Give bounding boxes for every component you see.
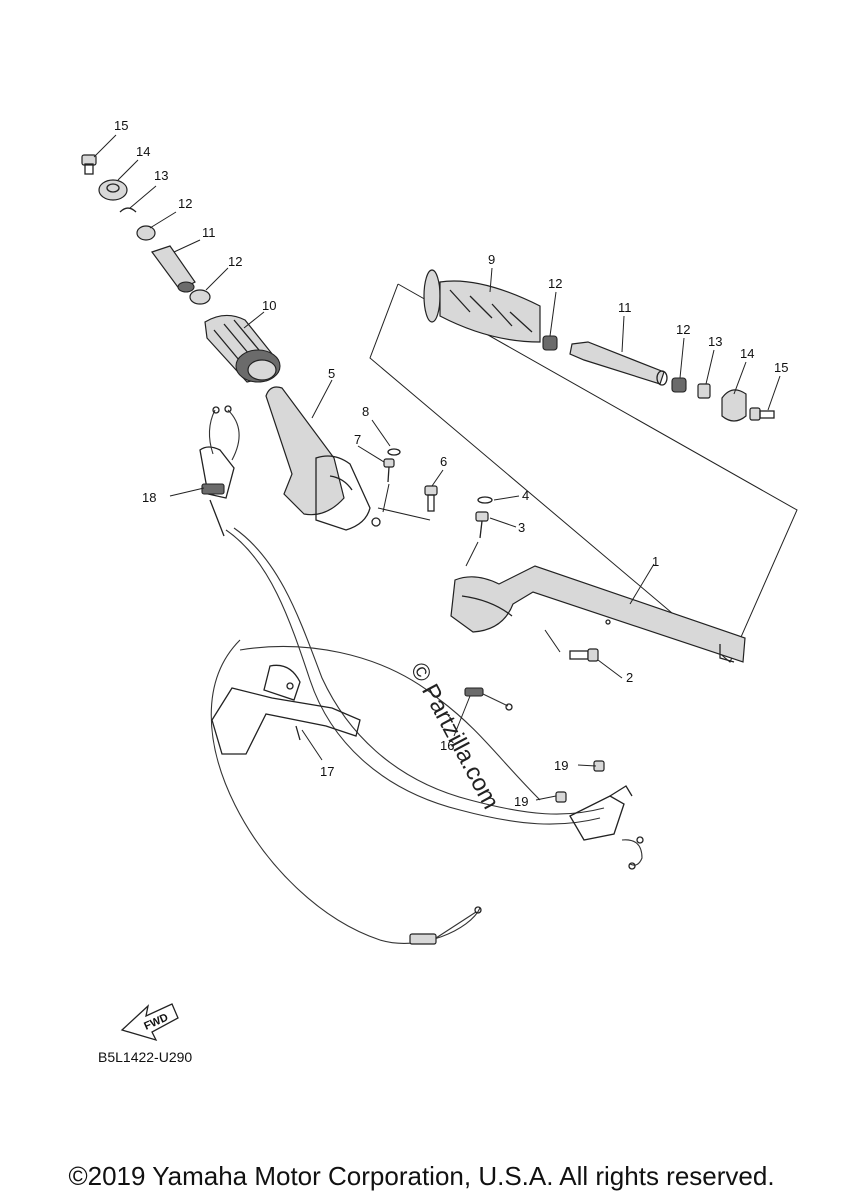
callout-2: 2 [626, 670, 633, 685]
part-12-right-nut-b [671, 377, 687, 393]
part-5-left-handlebar [265, 386, 381, 531]
diagram-code: B5L1422-U290 [98, 1049, 192, 1065]
callout-14-left: 14 [136, 144, 150, 159]
callout-11-right: 11 [618, 300, 632, 315]
callout-15-right: 15 [774, 360, 788, 375]
callout-12-left-lower: 12 [228, 254, 242, 269]
callout-1: 1 [652, 554, 659, 569]
callout-14-right: 14 [740, 346, 754, 361]
part-16-cable-end [464, 687, 513, 711]
callout-12-right-a: 12 [548, 276, 562, 291]
callout-13-left: 13 [154, 168, 168, 183]
copyright-notice: ©2019 Yamaha Motor Corporation, U.S.A. A… [68, 1161, 775, 1191]
part-13-right-clip [697, 383, 711, 399]
part-9-grip [423, 269, 541, 343]
callout-4: 4 [522, 488, 529, 503]
part-11-left-shaft [151, 245, 196, 293]
leader-3-to-bar [465, 541, 479, 567]
callout-9: 9 [488, 252, 495, 267]
part-17-cable-bracket [211, 664, 361, 755]
part-14-left-end-cap [98, 179, 128, 201]
callout-10: 10 [262, 298, 276, 313]
assembly-box [369, 283, 798, 663]
leader-2-to-bar [544, 629, 561, 653]
part-18-throttle-cable-housing [199, 405, 240, 537]
part-12-left-nut-upper [136, 225, 156, 241]
throttle-cable-upper-loop [239, 646, 541, 801]
part-6-bolt [424, 485, 438, 512]
fwd-arrow-icon: FWD [120, 1003, 179, 1042]
part-11-right-shaft [569, 341, 668, 386]
part-8-washer [387, 448, 401, 456]
callout-3: 3 [518, 520, 525, 535]
callout-19-b: 19 [514, 794, 528, 809]
leaders [93, 134, 781, 801]
callout-18: 18 [142, 490, 156, 505]
callout-19-a: 19 [554, 758, 568, 773]
part-14-right-end-cap [721, 389, 747, 422]
leader-6-to-bar [377, 507, 431, 521]
throttle-linkage [569, 785, 644, 870]
callout-16: 16 [440, 738, 454, 753]
throttle-cable-2 [233, 527, 605, 815]
part-2-bolt [569, 648, 599, 662]
cable-adjuster [409, 906, 482, 945]
part-12-right-nut-a [542, 335, 558, 351]
callout-17: 17 [320, 764, 334, 779]
part-12-left-nut-lower [189, 289, 211, 305]
callout-6: 6 [440, 454, 447, 469]
callout-12-left-upper: 12 [178, 196, 192, 211]
part-15-left-bolt [81, 154, 97, 175]
callout-12-right-b: 12 [676, 322, 690, 337]
callout-7: 7 [354, 432, 361, 447]
leader-7-to-bar [382, 483, 390, 513]
watermark: © Partzilla.com [405, 658, 505, 813]
part-1-right-handlebar [450, 565, 746, 663]
part-4-washer [477, 496, 493, 504]
throttle-cable-loop [210, 639, 481, 944]
part-15-right-bolt [749, 407, 775, 421]
callout-13-right: 13 [708, 334, 722, 349]
callout-11-left: 11 [202, 225, 216, 240]
part-7-bolt [383, 458, 395, 483]
part-13-left-clip [119, 207, 137, 213]
callout-15-left: 15 [114, 118, 128, 133]
part-10-throttle-grip [204, 314, 281, 383]
callout-8: 8 [362, 404, 369, 419]
throttle-cable-1 [225, 529, 601, 825]
callout-5: 5 [328, 366, 335, 381]
part-3-bolt [475, 511, 489, 539]
part-19-bolt-b [555, 791, 567, 803]
